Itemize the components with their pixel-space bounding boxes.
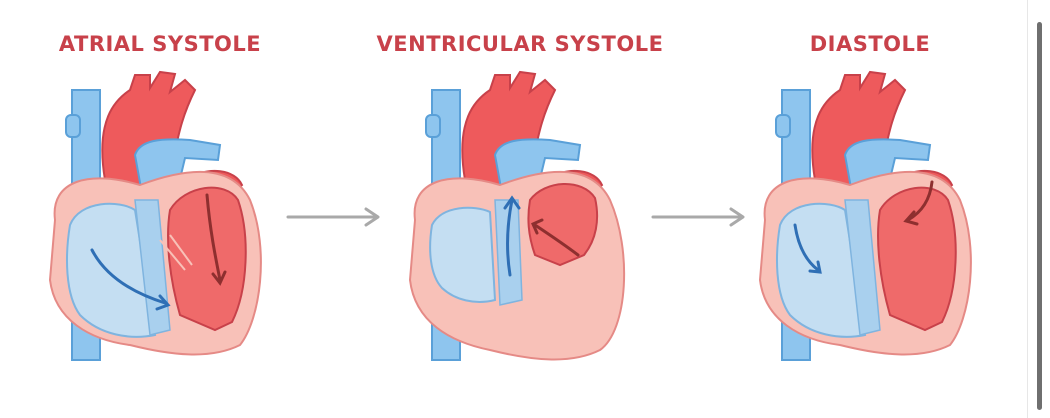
vertical-scrollbar[interactable] <box>1027 0 1050 418</box>
right-arrow-icon <box>651 207 745 227</box>
panel-ventricular-systole: VENTRICULAR SYSTOLE <box>370 0 670 418</box>
phase-label-atrial-systole: ATRIAL SYSTOLE <box>58 32 262 56</box>
scrollbar-thumb[interactable] <box>1037 22 1042 410</box>
phase-label-ventricular-systole: VENTRICULAR SYSTOLE <box>376 32 664 56</box>
phase-label-diastole: DIASTOLE <box>809 32 931 56</box>
panel-diastole: DIASTOLE <box>720 0 1020 418</box>
right-arrow-icon <box>286 207 380 227</box>
heart-atrial-systole-illustration <box>48 70 262 361</box>
panel-atrial-systole: ATRIAL SYSTOLE <box>10 0 310 418</box>
heart-diastole-illustration <box>758 70 972 361</box>
heart-ventricular-systole-illustration <box>408 70 626 361</box>
